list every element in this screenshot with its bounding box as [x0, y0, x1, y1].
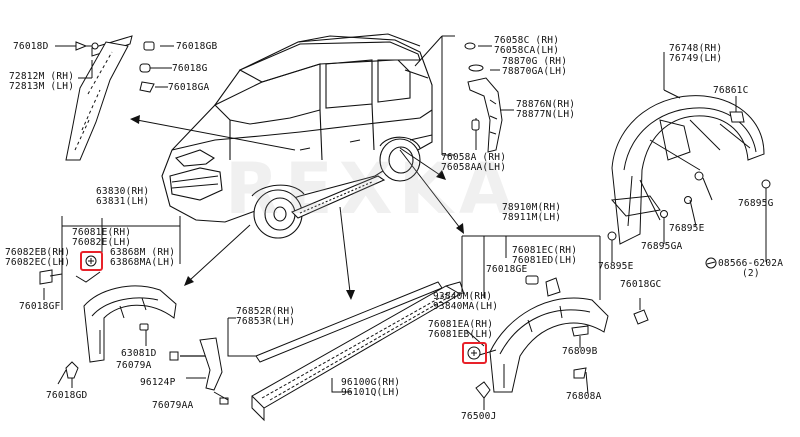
fender-liner-group [607, 52, 771, 262]
part-label: 78870G (RH) [502, 56, 568, 67]
part-label: 76018GF [19, 301, 61, 312]
part-label: 78877N(LH) [516, 109, 576, 120]
part-label: 76058CA(LH) [494, 45, 560, 56]
part-label: 76058A (RH) [441, 152, 507, 163]
part-label: 76018GB [176, 41, 218, 52]
part-label: 63868M (RH) [110, 247, 176, 258]
part-label: 76082EB(RH) [5, 247, 71, 258]
part-label: 76895E [598, 261, 634, 272]
part-label: 72812M (RH) [9, 71, 75, 82]
part-label: 76895E [669, 223, 705, 234]
part-label: 76895GA [641, 241, 683, 252]
part-label: 76018GD [46, 390, 88, 401]
part-label: 76081ED(LH) [512, 255, 578, 266]
part-label: 78911M(LH) [502, 212, 562, 223]
part-label: 63868MA(LH) [110, 257, 176, 268]
rear-flare-group [461, 235, 649, 410]
bracket-group [464, 42, 514, 153]
part-label: 76749(LH) [669, 53, 723, 64]
part-label: 76081E(RH) [72, 227, 132, 238]
part-label: 96124P [140, 377, 176, 388]
screw-symbol [705, 257, 717, 269]
part-label: 76809B [562, 346, 598, 357]
part-label: 76082E(LH) [72, 237, 132, 248]
part-label: 76058AA(LH) [441, 162, 507, 173]
part-label: 93840MA(LH) [433, 301, 499, 312]
part-label: 76500J [461, 411, 497, 422]
fender-molding-group [55, 35, 174, 161]
part-label: 93840M(RH) [433, 291, 493, 302]
part-label: 76079AA [152, 400, 194, 411]
part-label: 76079A [116, 360, 152, 371]
part-label: (2) [742, 268, 760, 279]
part-label: 63831(LH) [96, 196, 150, 207]
part-label: 76895G [738, 198, 774, 209]
part-label: 76018D [13, 41, 49, 52]
part-label: 63081D [121, 348, 157, 359]
front-flare-group [39, 216, 229, 405]
part-label: 76018GE [486, 264, 528, 275]
part-label: 76081EB(LH) [428, 329, 494, 340]
part-label: 76018G [172, 63, 208, 74]
part-label: 76081EA(RH) [428, 319, 494, 330]
part-label: 76808A [566, 391, 602, 402]
part-label: 96100G(RH) [341, 377, 401, 388]
part-label: 76018GA [168, 82, 210, 93]
vehicle-illustration [161, 33, 433, 239]
part-label: 78870GA(LH) [502, 66, 568, 77]
highlight-clip-rear [462, 342, 487, 364]
part-label: 72813M (LH) [9, 81, 75, 92]
part-label: 76853R(LH) [236, 316, 296, 327]
part-label: 76058C (RH) [494, 35, 560, 46]
part-label: 76861C [713, 85, 749, 96]
part-label: 78910M(RH) [502, 202, 562, 213]
part-label: 76018GC [620, 279, 662, 290]
part-label: 08566-6202A [718, 258, 784, 269]
highlight-clip-front [80, 251, 103, 271]
part-label: 76081EC(RH) [512, 245, 578, 256]
leader-arrows [130, 35, 464, 300]
part-label: 76082EC(LH) [5, 257, 71, 268]
part-label: 76852R(RH) [236, 306, 296, 317]
part-label: 78876N(RH) [516, 99, 576, 110]
part-label: 76748(RH) [669, 43, 723, 54]
part-label: 63830(RH) [96, 186, 150, 197]
running-board-group [227, 281, 465, 422]
part-label: 96101Q(LH) [341, 387, 401, 398]
